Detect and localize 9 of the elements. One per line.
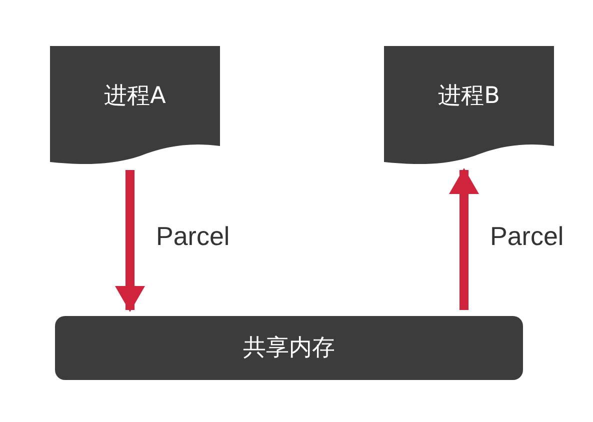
node-label: 进程B xyxy=(437,82,501,110)
document-shape xyxy=(384,46,554,164)
node-label: 进程A xyxy=(103,82,167,110)
memory-box: 共享内存 xyxy=(55,316,523,380)
edge-label: Parcel xyxy=(156,221,230,252)
arrow xyxy=(449,168,479,310)
document-shape xyxy=(50,46,220,164)
arrow xyxy=(115,170,145,312)
edge-label: Parcel xyxy=(490,221,564,252)
